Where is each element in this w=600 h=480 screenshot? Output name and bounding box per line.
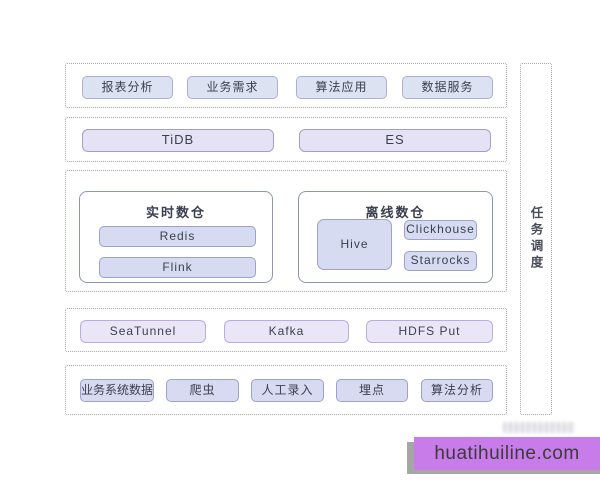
watermark-text: huatihuiline.com [434, 442, 580, 464]
node-seatunnel: SeaTunnel [80, 320, 206, 343]
node-flink: Flink [99, 257, 256, 278]
offline-warehouse-group: 离线数仓 Hive Clickhouse Starrocks [298, 191, 493, 283]
realtime-warehouse-title: 实时数仓 [145, 205, 206, 220]
watermark-banner: huatihuiline.com [414, 437, 600, 470]
warehouse-layer-container: 实时数仓 Redis Flink 离线数仓 Hive Clickhouse St… [65, 170, 507, 292]
ingestion-layer-container: SeaTunnel Kafka HDFS Put [65, 308, 507, 352]
node-tracking-points: 埋点 [336, 379, 408, 402]
node-hdfs-put: HDFS Put [366, 320, 493, 343]
node-algorithm-analysis: 算法分析 [421, 379, 493, 402]
realtime-warehouse-group: 实时数仓 Redis Flink [79, 191, 273, 283]
node-data-services: 数据服务 [402, 76, 493, 99]
source-layer-container: 业务系统数据 爬虫 人工录入 埋点 算法分析 [65, 365, 507, 415]
blurred-watermark-remnant [503, 422, 575, 433]
serving-layer-container: TiDB ES [65, 117, 507, 162]
offline-warehouse-title: 离线数仓 [365, 205, 426, 220]
node-clickhouse: Clickhouse [404, 220, 477, 240]
node-kafka: Kafka [224, 320, 349, 343]
task-scheduler-label: 任务调度 [528, 206, 543, 272]
application-layer-container: 报表分析 业务需求 算法应用 数据服务 [65, 63, 507, 108]
node-crawler: 爬虫 [166, 379, 239, 402]
node-report-analysis: 报表分析 [82, 76, 173, 99]
node-tidb: TiDB [82, 129, 274, 152]
node-es: ES [299, 129, 491, 152]
node-business-requirements: 业务需求 [187, 76, 278, 99]
node-redis: Redis [99, 226, 256, 247]
node-algorithm-application: 算法应用 [296, 76, 387, 99]
node-manual-entry: 人工录入 [251, 379, 324, 402]
node-starrocks: Starrocks [404, 251, 477, 271]
node-hive: Hive [317, 219, 392, 270]
node-business-system-data: 业务系统数据 [80, 379, 154, 402]
task-scheduler-container: 任务调度 [520, 63, 552, 415]
